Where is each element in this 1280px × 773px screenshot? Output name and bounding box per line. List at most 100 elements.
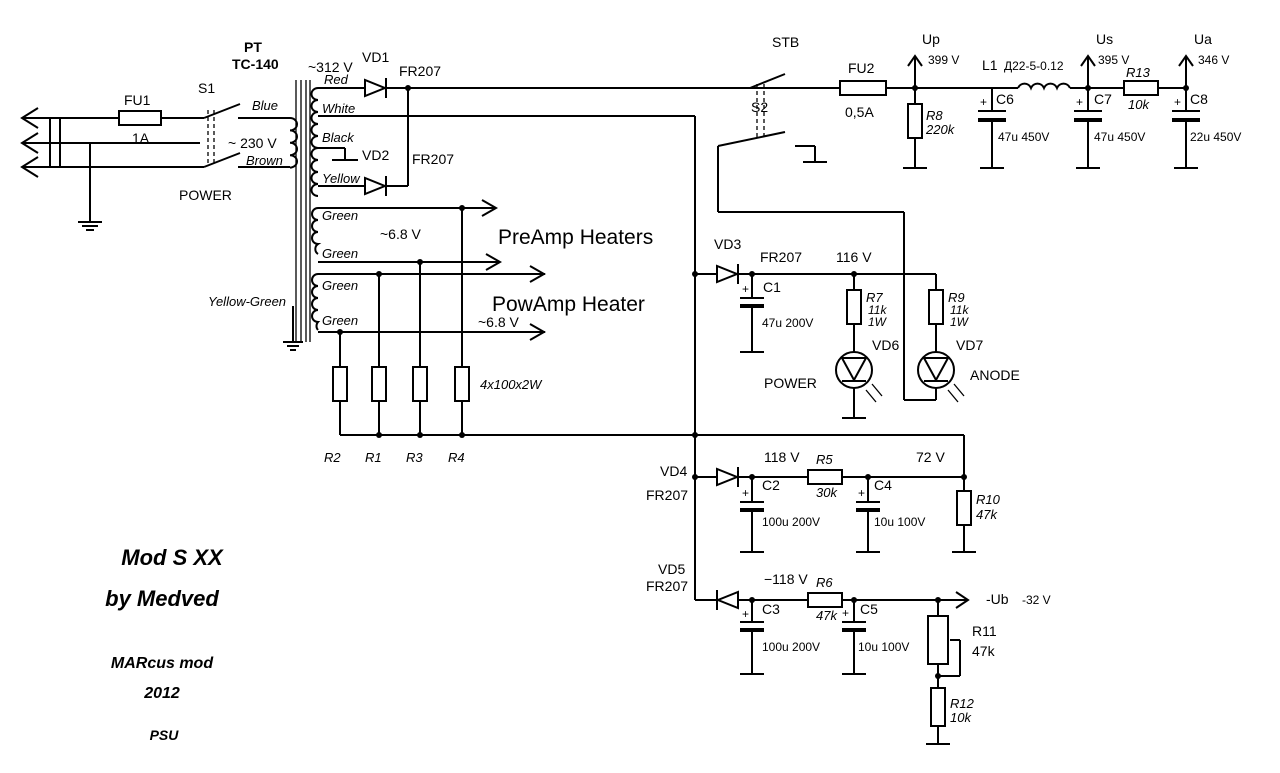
- vd1-type: FR207: [399, 63, 441, 79]
- hv-rectifier: VD1 FR207 VD2 FR207: [362, 49, 750, 196]
- heater-voltage-2: ~6.8 V: [478, 314, 520, 330]
- led-vd6: VD6 POWER: [764, 337, 899, 419]
- r7-power: 1W: [868, 315, 888, 329]
- c5-plus: +: [842, 606, 849, 620]
- fu2-name: FU2: [848, 60, 875, 76]
- wire-red: Red: [324, 72, 349, 87]
- vd2-name: VD2: [362, 147, 389, 163]
- wire-green-4: Green: [322, 313, 358, 328]
- c8-plus: +: [1174, 95, 1181, 109]
- c1-plus: +: [742, 282, 749, 296]
- c3-plus: +: [742, 607, 749, 621]
- title-block: Mod S XX by Medved MARcus mod 2012 PSU: [105, 545, 224, 743]
- us-label: Us: [1096, 31, 1113, 47]
- vd7-name: VD7: [956, 337, 983, 353]
- r10-name: R10: [976, 492, 1001, 507]
- r9-power: 1W: [950, 315, 970, 329]
- title-line-2: by Medved: [105, 586, 219, 611]
- switch-s2: S2 STB: [717, 34, 936, 401]
- r13-name: R13: [1126, 65, 1151, 80]
- r6-name: R6: [816, 575, 833, 590]
- r7-value: 11k: [868, 303, 887, 317]
- s1-label: POWER: [179, 187, 232, 203]
- c1-name: C1: [763, 279, 781, 295]
- fuse-fu1: FU1 1A: [118, 92, 162, 146]
- r2-name: R2: [324, 450, 341, 465]
- lv-bus: [692, 116, 698, 600]
- v72-label: 72 V: [916, 449, 945, 465]
- led-supply: VD3 FR207 116 V + C1 47u 200V R7 11k 1W …: [695, 236, 1020, 419]
- vd6-name: VD6: [872, 337, 899, 353]
- r1-name: R1: [365, 450, 382, 465]
- c7-value: 47u 450V: [1094, 130, 1145, 144]
- c7-name: C7: [1094, 91, 1112, 107]
- c2-name: C2: [762, 477, 780, 493]
- title-mod: MARcus mod: [111, 655, 214, 672]
- c5-name: C5: [860, 601, 878, 617]
- c7-plus: +: [1076, 95, 1083, 109]
- c8-value: 22u 450V: [1190, 130, 1241, 144]
- r6-value: 47k: [816, 608, 838, 623]
- title-line-1: Mod S XX: [121, 545, 224, 570]
- c6-plus: +: [980, 95, 987, 109]
- r10-value: 47k: [976, 507, 998, 522]
- c4-plus: +: [858, 486, 865, 500]
- title-year: 2012: [143, 685, 180, 702]
- c6-value: 47u 450V: [998, 130, 1049, 144]
- vneg118-label: −118 V: [764, 571, 808, 587]
- wire-green-1: Green: [322, 208, 358, 223]
- wire-green-3: Green: [322, 278, 358, 293]
- vd6-label: POWER: [764, 375, 817, 391]
- s2-name: S2: [751, 99, 768, 115]
- s2-label: STB: [772, 34, 799, 50]
- r9-name: R9: [948, 290, 965, 305]
- title-section: PSU: [150, 727, 180, 743]
- l1-name: L1: [982, 57, 998, 73]
- ub-voltage: -32 V: [1022, 593, 1051, 607]
- c5-value: 10u 100V: [858, 640, 909, 654]
- vd3-type: FR207: [760, 249, 802, 265]
- transformer-pt: PT TC-140 Blue ~ 230 V Brown Yellow-Gree…: [208, 39, 695, 351]
- hv-voltage: ~312 V: [308, 59, 353, 75]
- r5-name: R5: [816, 452, 833, 467]
- pt-model: TC-140: [232, 56, 279, 72]
- fu2-value: 0,5A: [845, 104, 874, 120]
- positive-aux-supply: VD4 FR207 118 V R5 30k 72 V + C2 100u 20…: [646, 449, 1001, 553]
- up-voltage: 399 V: [928, 53, 959, 67]
- ground-symbol: [78, 221, 102, 231]
- hv-filter: FU2 0,5A L1 Д22-5-0.12 Up 399 V Us 395 V…: [405, 31, 1241, 169]
- r7-name: R7: [866, 290, 883, 305]
- vd5-name: VD5: [658, 561, 685, 577]
- wire-brown: Brown: [246, 153, 283, 168]
- r12-name: R12: [950, 696, 975, 711]
- r11-value: 47k: [972, 643, 996, 659]
- vd1-name: VD1: [362, 49, 389, 65]
- v118-label: 118 V: [764, 449, 800, 465]
- r5-value: 30k: [816, 485, 838, 500]
- vd7-label: ANODE: [970, 367, 1020, 383]
- c8-name: C8: [1190, 91, 1208, 107]
- heater-resistors: 4x100x2W R2 R1 R3 R4: [324, 208, 965, 491]
- mains-input: [20, 107, 230, 231]
- ua-voltage: 346 V: [1198, 53, 1229, 67]
- c3-value: 100u 200V: [762, 640, 820, 654]
- fu1-name: FU1: [124, 92, 151, 108]
- s1-name: S1: [198, 80, 215, 96]
- wire-white: White: [322, 101, 355, 116]
- r8-name: R8: [926, 108, 943, 123]
- pt-name: PT: [244, 39, 262, 55]
- r12-value: 10k: [950, 710, 972, 725]
- r11-name: R11: [972, 623, 997, 639]
- c3-name: C3: [762, 601, 780, 617]
- r4-name: R4: [448, 450, 465, 465]
- preamp-heaters-label: PreAmp Heaters: [498, 226, 653, 249]
- c1-value: 47u 200V: [762, 316, 813, 330]
- wire-black: Black: [322, 130, 355, 145]
- r9-value: 11k: [950, 303, 969, 317]
- vd4-type: FR207: [646, 487, 688, 503]
- fu1-value: 1A: [132, 130, 150, 146]
- r8-value: 220k: [925, 122, 956, 137]
- c2-plus: +: [742, 486, 749, 500]
